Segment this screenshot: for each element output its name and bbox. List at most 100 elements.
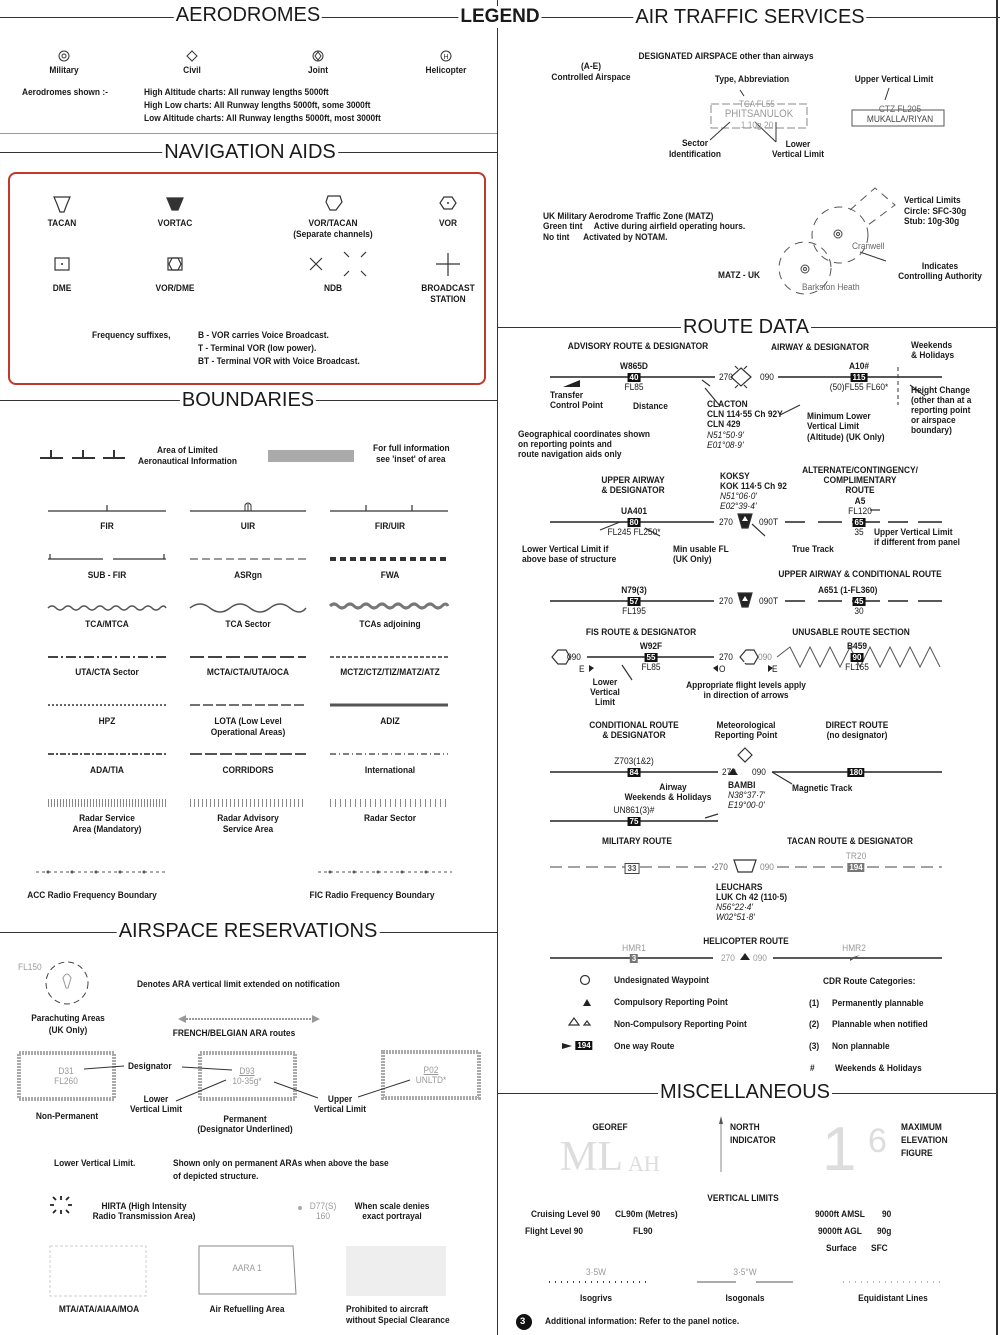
label-civil: Civil <box>183 65 201 76</box>
route-designator: A10# <box>849 361 869 372</box>
lvl-label: Lower Vertical Limit. <box>54 1158 136 1169</box>
vl-text: CL90m (Metres) <box>615 1209 678 1220</box>
track-270: 270 <box>721 953 735 964</box>
joint-icon <box>312 50 324 62</box>
sym-compulsory: Compulsory Reporting Point <box>614 997 728 1008</box>
route-designator: UN861(3)# <box>613 805 655 816</box>
column-divider <box>497 0 498 1335</box>
navaid-station: STATION <box>430 294 466 305</box>
cond-label: & DESIGNATOR <box>602 730 666 741</box>
indicates-label: Indicates <box>921 261 959 272</box>
route-level: (50)FL55 FL60* <box>829 382 889 393</box>
distance-panel: 40 <box>627 373 641 382</box>
sector-id-label: Sector <box>681 138 709 149</box>
suffix-b: B - VOR carries Voice Broadcast. <box>198 330 329 341</box>
ctz-fl205: CTZ FL205 <box>878 104 922 115</box>
mef-1: 1 <box>822 1115 857 1184</box>
cdr-num: (3) <box>809 1041 820 1052</box>
track-270: 270 <box>719 652 733 663</box>
distance-label: Distance <box>633 401 668 412</box>
legend-title: LEGEND <box>458 6 542 28</box>
navaid-vortac: VORTAC <box>157 218 193 229</box>
vertical-limits: Circle: SFC-30g <box>904 206 967 217</box>
distance-panel: 55 <box>644 653 658 662</box>
hirta-label: HIRTA (High Intensity <box>101 1201 187 1212</box>
upper-airway-label: & DESIGNATOR <box>601 485 665 496</box>
phits-limit: 1 10g 20 <box>740 120 774 131</box>
mef-label: ELEVATION <box>901 1135 948 1146</box>
section-misc: MISCELLANEOUS <box>657 1081 833 1103</box>
coord: E02°39·4' <box>720 501 757 512</box>
route-level: FL165 <box>845 662 869 673</box>
dir-e: E <box>579 664 585 675</box>
cranwell: Cranwell <box>852 241 885 252</box>
section-aerodromes: AERODROMES <box>173 4 323 26</box>
isogon-value: 3·5°W <box>733 1267 757 1278</box>
acc-boundary-label: ACC Radio Frequency Boundary <box>27 890 157 901</box>
boundary-label: Service Area <box>222 824 274 835</box>
vl-text: 9000ft AMSL <box>815 1209 865 1220</box>
fl150-label: FL150 <box>18 962 42 973</box>
coord: N51°06·0' <box>720 491 758 502</box>
scale-note: When scale denies <box>354 1201 430 1212</box>
track-090t: 090T <box>759 517 779 528</box>
lvl-label: Lower <box>592 677 618 688</box>
parachute-label: Parachuting Areas <box>31 1013 105 1024</box>
boundary-label: TCA/MTCA <box>85 619 129 630</box>
parachute-label: (UK Only) <box>48 1025 88 1036</box>
mef-6: 6 <box>868 1122 887 1160</box>
barkston-heath: Barkston Heath <box>802 282 860 293</box>
ara-note: Denotes ARA vertical limit extended on n… <box>137 979 340 990</box>
georef-ml: ML <box>560 1134 623 1180</box>
alt-route-label: ROUTE <box>845 485 875 496</box>
lvl-label: Limit <box>595 697 615 708</box>
coord: E19°00·0' <box>728 800 765 811</box>
note-number-icon <box>516 1314 532 1330</box>
distance-panel: 90 <box>850 653 864 662</box>
aerodromes-shown: Aerodromes shown :- <box>22 87 108 98</box>
track-270: 270 <box>719 517 733 528</box>
transfer-label: Transfer <box>550 390 583 401</box>
fl260: FL260 <box>54 1076 78 1087</box>
distance-panel: 57 <box>627 597 641 606</box>
navaid-dme: DME <box>52 283 72 294</box>
tr20: TR20 <box>845 851 867 862</box>
vl-text: 90 <box>882 1209 892 1220</box>
direct-label: (no designator) <box>826 730 888 741</box>
cdr-text: Permanently plannable <box>832 998 924 1009</box>
upper-limit-label: Upper Vertical Limit <box>854 74 934 85</box>
uvl-note: Upper Vertical Limit <box>874 527 953 538</box>
broadcast-station-icon <box>436 253 460 276</box>
boundary-label: ADA/TIA <box>90 765 124 776</box>
section-reservations: AIRSPACE RESERVATIONS <box>116 920 380 942</box>
boundary-label: UIR <box>240 521 256 532</box>
permanent-label: Permanent <box>223 1114 267 1125</box>
aerodrome-symbols: H <box>58 50 452 62</box>
navaid-vor-tacan-note: (Separate channels) <box>293 229 373 240</box>
coord: N38°37·7' <box>728 790 766 801</box>
suffix-bt: BT - Terminal VOR with Voice Broadcast. <box>198 356 360 367</box>
vor-tacan-icon <box>325 195 343 211</box>
boundary-label: FWA <box>380 570 400 581</box>
refuel-label: Air Refuelling Area <box>209 1304 285 1315</box>
d93-limit: 10-35g* <box>232 1076 262 1087</box>
unltd: UNLTD* <box>415 1075 447 1086</box>
north-label: NORTH <box>730 1122 760 1133</box>
georef-ah: AH <box>628 1151 660 1176</box>
military-label: MILITARY ROUTE <box>602 836 672 847</box>
civil-icon <box>186 50 198 62</box>
route-level: FL120 <box>848 506 872 517</box>
indicates-label: Controlling Authority <box>898 271 982 282</box>
min-lower-label: Vertical Limit <box>807 421 860 432</box>
georef-label: GEOREF <box>592 1122 628 1133</box>
min-lower-label: (Altitude) (UK Only) <box>807 432 885 443</box>
permanent-label: (Designator Underlined) <box>197 1124 293 1135</box>
route-level: FL85 <box>624 382 644 393</box>
north-arrow-icon <box>719 1116 723 1124</box>
boundary-label: FIR/UIR <box>374 521 406 532</box>
boundary-label: Area (Mandatory) <box>72 824 142 835</box>
shown-note: Shown only on permanent ARAs when above … <box>173 1158 389 1169</box>
route-level: FL195 <box>622 606 646 617</box>
tacan-icon <box>53 196 71 213</box>
